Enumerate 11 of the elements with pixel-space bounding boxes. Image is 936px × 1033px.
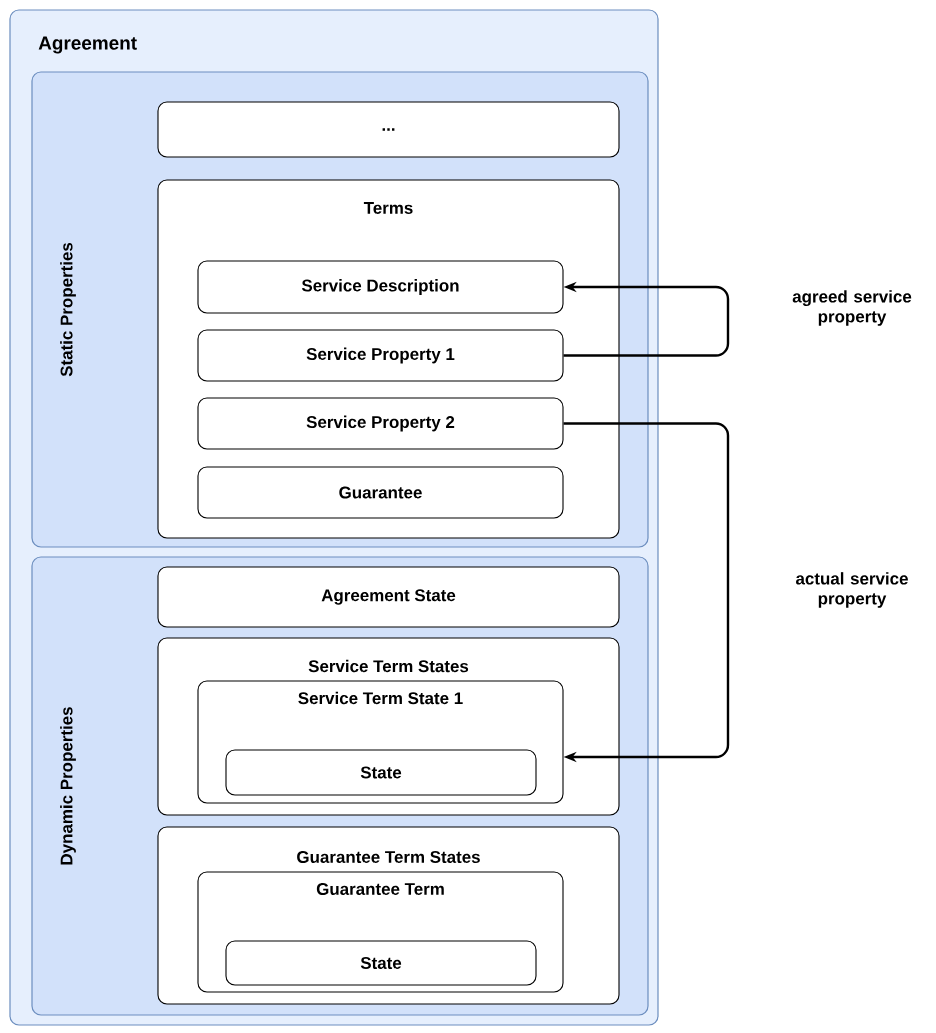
connector-arrow <box>563 422 730 763</box>
item-box: Agreement State <box>157 566 620 628</box>
item-box: Service Property 1 <box>197 329 564 382</box>
edge-label: agreed service property <box>792 290 912 326</box>
item-box: State <box>225 749 537 796</box>
item-box: ... <box>157 101 620 158</box>
item-box: Guarantee <box>197 466 564 519</box>
item-box: Service Property 2 <box>197 397 564 450</box>
item-box: State <box>225 940 537 986</box>
edge-label: actual service property <box>796 572 908 608</box>
item-box: Service Description <box>197 260 564 314</box>
